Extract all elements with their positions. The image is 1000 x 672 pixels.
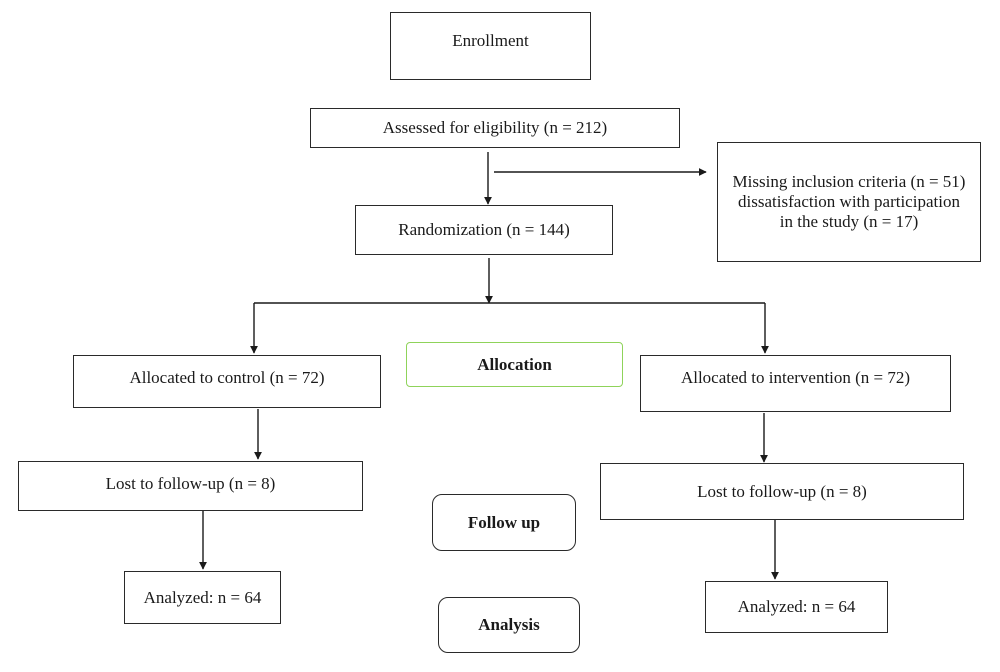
assessed-box: Assessed for eligibility (n = 212) — [310, 108, 680, 148]
analysis-stage-label: Analysis — [478, 615, 540, 634]
follow-up-stage-label: Follow up — [467, 512, 541, 532]
control-allocated-box: Allocated to control (n = 72) — [73, 355, 381, 408]
control-lost-label: Lost to follow-up (n = 8) — [105, 474, 276, 493]
enrollment-box: Enrollment — [390, 12, 591, 80]
control-lost-box: Lost to follow-up (n = 8) — [18, 461, 363, 511]
intervention-lost-label: Lost to follow-up (n = 8) — [697, 481, 867, 501]
allocation-stage-label: Allocation — [477, 354, 552, 374]
analysis-stage-box: Analysis — [438, 597, 580, 653]
intervention-analyzed-box: Analyzed: n = 64 — [705, 581, 888, 633]
intervention-analyzed-label: Analyzed: n = 64 — [737, 597, 856, 617]
intervention-lost-box: Lost to follow-up (n = 8) — [600, 463, 964, 520]
exclusion-line-1: Missing inclusion criteria (n = 51) — [732, 171, 966, 191]
intervention-allocated-box: Allocated to intervention (n = 72) — [640, 355, 951, 412]
control-allocated-label: Allocated to control (n = 72) — [129, 368, 325, 387]
exclusion-box: Missing inclusion criteria (n = 51) diss… — [717, 142, 981, 262]
randomization-label: Randomization (n = 144) — [398, 220, 570, 240]
enrollment-label: Enrollment — [452, 31, 529, 50]
follow-up-stage-box: Follow up — [432, 494, 576, 551]
control-analyzed-label: Analyzed: n = 64 — [143, 587, 262, 607]
randomization-box: Randomization (n = 144) — [355, 205, 613, 255]
exclusion-line-3: in the study (n = 17) — [779, 212, 919, 232]
intervention-allocated-label: Allocated to intervention (n = 72) — [680, 368, 911, 387]
allocation-stage-box: Allocation — [406, 342, 623, 387]
control-analyzed-box: Analyzed: n = 64 — [124, 571, 281, 624]
exclusion-line-2: dissatisfaction with participation — [738, 191, 960, 211]
assessed-label: Assessed for eligibility (n = 212) — [382, 118, 608, 138]
